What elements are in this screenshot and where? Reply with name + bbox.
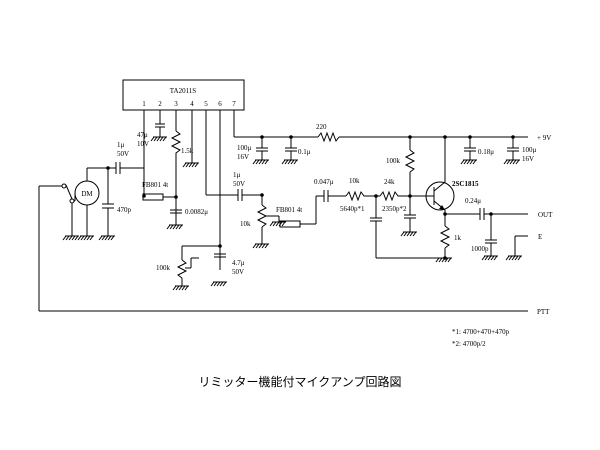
ground-icon	[400, 231, 417, 237]
fb2-label: FB801 4t	[276, 206, 302, 214]
ic-pin-6: 6	[218, 100, 222, 108]
junction-dot	[260, 135, 264, 139]
ground-icon	[150, 136, 167, 142]
ground-icon	[182, 162, 199, 168]
ic-pin-3: 3	[174, 100, 178, 108]
e-terminal: E	[538, 233, 542, 241]
ground-symbols	[62, 136, 522, 291]
ic-name: TA2011S	[170, 87, 197, 95]
r-24k-label: 24k	[384, 178, 395, 186]
ground-icon	[503, 159, 520, 165]
vcc-terminal: + 9V	[537, 134, 551, 142]
vr-100k	[176, 245, 220, 286]
note-2: *2: 4700p/2	[452, 340, 486, 348]
ic-pin-5: 5	[204, 100, 208, 108]
diagram-title: リミッター機能付マイクアンプ回路図	[199, 374, 402, 389]
r-220-label: 220	[316, 123, 327, 131]
microphone: DM	[74, 180, 100, 206]
c-100u-b-value: 100μ	[522, 146, 537, 154]
vr-100k-label: 100k	[156, 264, 171, 272]
c-47u-50-voltage: 50V	[232, 268, 244, 276]
junction-dot	[443, 135, 447, 139]
c-1u-50-voltage: 50V	[233, 180, 245, 188]
junction-dot	[443, 212, 447, 216]
r-1k5	[170, 130, 182, 160]
c-100u-a-voltage: 16V	[237, 153, 249, 161]
ic-pin-leads	[143, 110, 235, 270]
ground-icon	[166, 224, 183, 230]
vr-10k-label: 10k	[240, 220, 251, 228]
c-5640-label: 5640p*1	[340, 205, 365, 213]
junction-dot	[289, 135, 293, 139]
ground-icon	[252, 243, 269, 249]
ground-icon	[481, 255, 498, 261]
junction-dot	[408, 135, 412, 139]
ic-pin-2: 2	[158, 100, 162, 108]
ground-icon	[505, 255, 522, 261]
c-0082-label: 0.0082μ	[185, 208, 208, 216]
c-01u-label: 0.1μ	[298, 148, 311, 156]
r-1k-label: 1k	[454, 234, 462, 242]
c-470p-label: 470p	[117, 206, 132, 214]
c-mic-voltage: 50V	[117, 150, 129, 158]
junction-dot	[106, 166, 110, 170]
ground-icon	[77, 235, 94, 241]
c-018-label: 0.18μ	[478, 148, 494, 156]
ground-icon	[252, 159, 269, 165]
mic-wiring	[38, 148, 528, 312]
junction-dot	[468, 135, 472, 139]
q1-label: 2SC1815	[452, 180, 479, 188]
note-1: *1: 4700+470+470p	[452, 328, 510, 336]
ground-icon	[269, 221, 286, 227]
ground-icon	[460, 159, 477, 165]
r-100k-label: 100k	[386, 157, 401, 165]
mic-label: DM	[81, 190, 93, 198]
ferrite-bead-1	[142, 193, 164, 201]
junction-dot	[511, 135, 515, 139]
ground-icon	[62, 235, 79, 241]
r-1k5-label: 1.5k	[181, 147, 194, 155]
ground-icon	[98, 235, 115, 241]
junction-dots	[106, 135, 515, 260]
junction-dot	[443, 256, 447, 260]
transistor-2sc1815	[425, 137, 455, 226]
ic-body	[122, 79, 245, 111]
ic-pin-1: 1	[142, 100, 146, 108]
c-47u-value: 47μ	[137, 131, 148, 139]
junction-dot	[408, 194, 412, 198]
vcc-rail	[234, 131, 528, 160]
r-10k-label: 10k	[349, 177, 360, 185]
junction-dot	[260, 193, 264, 197]
emitter-arrow	[439, 205, 445, 210]
c-100u-b-voltage: 16V	[522, 155, 534, 163]
out-terminal: OUT	[538, 211, 553, 219]
c-mic-value: 1μ	[117, 141, 125, 149]
ic-pin-7: 7	[232, 100, 236, 108]
fb1-label: FB801 4t	[142, 181, 168, 189]
c-100u-a-value: 100μ	[237, 144, 252, 152]
c-2350-label: 2350p*2	[382, 205, 407, 213]
c-1u-50-value: 1μ	[233, 171, 241, 179]
junction-dot	[142, 194, 146, 198]
c-47u-voltage: 10V	[137, 140, 149, 148]
c-024-label: 0.24μ	[465, 197, 481, 205]
r-24k	[379, 190, 410, 202]
ic-pin-4: 4	[190, 100, 194, 108]
junction-dot	[174, 195, 178, 199]
junction-dot	[374, 194, 378, 198]
ground-icon	[172, 285, 189, 291]
junction-dot	[489, 212, 493, 216]
ground-icon	[210, 281, 227, 287]
c-047-label: 0.047μ	[314, 178, 334, 186]
c-47u-50-value: 4.7μ	[232, 259, 245, 267]
ground-icon	[281, 159, 298, 165]
c-1000p-label: 1000p	[471, 245, 489, 253]
ptt-terminal: PTT	[537, 308, 550, 316]
junction-dot	[218, 244, 222, 248]
r-10k	[345, 190, 368, 202]
